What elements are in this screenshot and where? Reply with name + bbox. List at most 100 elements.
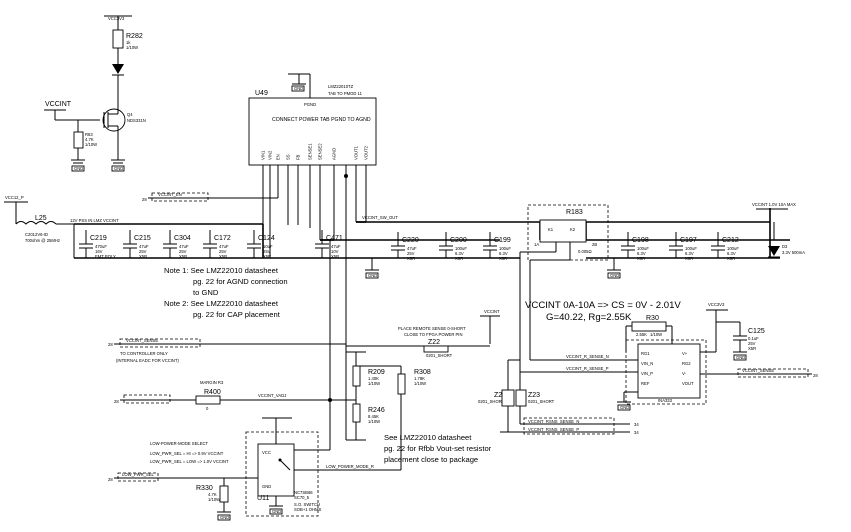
r400-ref: R400 (204, 389, 221, 396)
lp-title: LOW-POWER-MODE SELECT (150, 441, 209, 446)
cap-ref: C197 (680, 237, 697, 244)
cap-ref: C124 (258, 235, 275, 242)
cap-value: X5R (637, 256, 645, 261)
cap-value: X5R (263, 254, 271, 259)
r246-ref: R246 (368, 407, 385, 414)
c125-ref: C125 (748, 328, 765, 335)
cap-value: 100uF (455, 246, 467, 251)
input-stage: VCC12_P L25 C2012V6-ID 700ohm @ 25MHz 12… (4, 195, 520, 259)
r183-body (539, 219, 587, 243)
ina333-pin-label: RG1 (641, 351, 650, 356)
r282-value: 1k (126, 40, 131, 45)
l25-value: 700ohm @ 25MHz (25, 238, 60, 243)
net-lp-sel: LOW_PWR_SEL (122, 472, 155, 477)
cap-value: 25V (407, 251, 415, 256)
vccint-remote-label: VCCINT (484, 309, 500, 314)
off-page-sense-ctrl: 28 (108, 342, 113, 347)
r308-resistor (397, 373, 406, 395)
ina333-pin-label: VOUT (682, 381, 694, 386)
caps-right-group: C198100uF6.3VX5RC197100uF6.3VX5RC212100u… (621, 232, 739, 261)
note3-line2: pg. 22 for Rfbb Vout-set resistor (384, 444, 492, 453)
c125-value2: 25V (748, 341, 756, 346)
net-low-power: LOW_POWER_MODE_R (326, 464, 374, 469)
margin-label: MARGIN R3 (200, 380, 224, 385)
cap-value: 10uF (263, 244, 273, 249)
output-diode: D3 3.3V 500mA (768, 222, 805, 258)
r30-value: 2.55K (636, 332, 647, 337)
gnd-label: GND (736, 355, 745, 360)
off-page-left-en: 28 (142, 197, 147, 202)
q4-mosfet (102, 108, 126, 132)
vccint-out-label: VCCINT 1.0V 10A MAX (752, 202, 796, 207)
u11-pin-vcc: VCC (262, 450, 271, 455)
z22-short (423, 345, 449, 353)
cap-value: 25V (179, 249, 187, 254)
ina333-pin-label: VIN_N (641, 361, 653, 366)
vcc-right-label: VCC3V3 (708, 302, 725, 307)
r83-value2: 1/10W (85, 142, 97, 147)
r30-ref: R30 (646, 315, 659, 322)
r30-resistor (631, 321, 667, 332)
net-rsns-n: VCCINT_RSNS_SENSE_N (528, 419, 579, 424)
cap-ref: C215 (134, 235, 151, 242)
u49-pin-pgnd: PGND (304, 102, 316, 107)
r30-value2: 1/10W (650, 332, 662, 337)
u11-pin-gnd: GND (262, 484, 271, 489)
note1-line3: to GND (193, 288, 219, 297)
l25-part: C2012V6-ID (25, 232, 48, 237)
off-page-sense-n: 34 (634, 422, 639, 427)
z22-note1: PLACE REMOTE SENSE 0-SHORT (398, 326, 466, 331)
cs-line1: VCCINT 0A-10A => CS = 0V - 2.01V (525, 300, 681, 311)
z22-note2: CLOSE TO FPGA POWER PIN (404, 332, 462, 337)
enable-circuit: VCC3V3 R282 1k 1/10W VCCINT Q4 NDS331N R… (44, 15, 146, 172)
current-sense-amp: VCCINT 0A-10A => CS = 0V - 2.01V G=40.22… (520, 300, 818, 411)
vcc12-label: VCC12_P (5, 195, 24, 200)
net-rsns-p: VCCINT_RSNS_SENSE_P (528, 427, 579, 432)
r308-ref: R308 (414, 369, 431, 376)
u49-pin-label: SS (286, 154, 291, 160)
r83-value: 4.7K (85, 137, 94, 142)
feedback-network: R209 1.40K 1/10W R308 1.78K 1/10W R246 8… (328, 240, 431, 441)
z24-short (501, 389, 515, 407)
cap-value: 470uF (95, 244, 107, 249)
cap-ref: C172 (214, 235, 231, 242)
cap-ref: C199 (494, 237, 511, 244)
net-vccint-sw: VCCINT_SW_OUT (362, 215, 398, 220)
r209-resistor (352, 365, 361, 387)
cap-value: 100uF (685, 246, 697, 251)
gnd-label: GND (220, 515, 229, 520)
cap-value: 25V (219, 249, 227, 254)
caps-mid-group: C22047uF25VX5RC200100uF6.3VX5RC199100uF6… (391, 232, 511, 261)
cap-value: 6.3V (727, 251, 736, 256)
r400-resistor (195, 395, 221, 405)
q4-ref: Q4 (127, 112, 133, 117)
r246-value2: 1/10W (368, 419, 380, 424)
net-vccint-sense: VCCINT_SENSE (742, 368, 774, 373)
cap-value: X5R (407, 256, 415, 261)
u49-pin-label: VIN2 (268, 150, 273, 160)
cap-ref: C471 (326, 235, 343, 242)
r183-shunt: R183 K1 K2 1A 2B 0.005Ω (519, 204, 609, 372)
c125-value3: X5R (748, 346, 756, 351)
remote-sense: VCCINT PLACE REMOTE SENSE 0-SHORT CLOSE … (108, 309, 639, 435)
z22-part: 0201_SHORT (426, 353, 453, 358)
cap-ref: C200 (450, 237, 467, 244)
lp-line2: LOW_PWR_SEL = LOW => 1.0V VCCINT (150, 459, 229, 464)
u11-switch-label2: SOB+1 OHMS (294, 507, 322, 512)
u49-pin-label: SENSE1 (308, 143, 313, 160)
u49-pin-label: FB (296, 154, 301, 160)
cap-value: 16V (95, 249, 103, 254)
cap-value: X5R (331, 254, 339, 259)
gnd-label: GND (74, 166, 83, 171)
